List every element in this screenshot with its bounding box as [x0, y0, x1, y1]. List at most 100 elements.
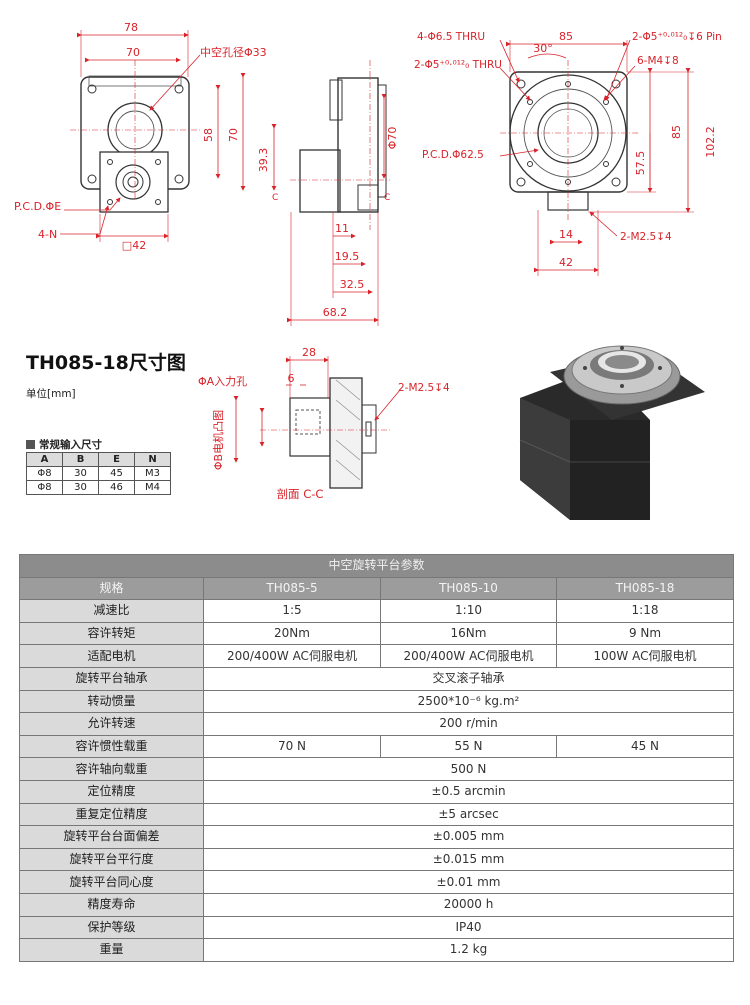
spec-value-cell: 200 r/min: [202, 712, 735, 736]
header-cell: E: [98, 452, 135, 467]
spec-value-cell: ±0.01 mm: [202, 870, 735, 894]
cell: 46: [98, 480, 135, 495]
cell: 45: [98, 466, 135, 481]
cell: Φ8: [26, 466, 63, 481]
front-view: 78 70 58 70 □42 中空孔径Φ33 P.C.D.ΦE 4-N: [14, 21, 267, 252]
spec-value-cell: 100W AC伺服电机: [555, 644, 735, 668]
spec-label-cell: 重量: [19, 938, 204, 962]
side-dim-39-3: 39.3: [257, 148, 270, 173]
table-row: 旋转平台台面偏差±0.005 mm: [19, 825, 735, 849]
top-note-m25: 2-M2.5↧4: [620, 231, 672, 243]
spec-value-cell: ±0.005 mm: [202, 825, 735, 849]
front-dim-height-58: 58: [202, 128, 215, 142]
technical-drawings: 78 70 58 70 □42 中空孔径Φ33 P.C.D.ΦE 4-N 39.…: [14, 21, 722, 520]
spec-header-cell: TH085-18: [555, 576, 735, 601]
spec-header-row: 规格 TH085-5 TH085-10 TH085-18: [19, 576, 735, 601]
spec-label-cell: 转动惯量: [19, 689, 204, 714]
top-dim-102-2: 102.2: [704, 126, 717, 158]
front-dim-square-42: □42: [122, 239, 146, 252]
drawing-title: TH085-18尺寸图: [26, 352, 186, 374]
spec-value-cell: 9 Nm: [555, 621, 735, 646]
spec-value-cell: 500 N: [202, 757, 735, 781]
spec-table-title: 中空旋转平台参数: [18, 554, 735, 578]
top-dim-57-5: 57.5: [634, 151, 647, 176]
spec-header-cell: 规格: [19, 576, 204, 601]
spec-value-cell: ±5 arcsec: [202, 802, 735, 827]
spec-label-cell: 旋转平台台面偏差: [19, 825, 204, 849]
spec-label-cell: 容许转矩: [19, 621, 204, 646]
table-row: 定位精度±0.5 arcmin: [19, 779, 735, 804]
table-row: 旋转平台轴承交叉滚子轴承: [19, 666, 735, 691]
header-cell: A: [26, 452, 63, 467]
spec-table: 中空旋转平台参数 规格 TH085-5 TH085-10 TH085-18 减速…: [18, 554, 735, 962]
top-dim-angle-30: 30°: [533, 42, 553, 55]
product-image: [519, 345, 705, 520]
side-dim-phi70: Φ70: [386, 127, 399, 150]
spec-label-cell: 减速比: [19, 599, 204, 623]
cell: 30: [62, 466, 99, 481]
spec-label-cell: 容许轴向载重: [19, 757, 204, 781]
unit-label: 单位[mm]: [26, 388, 76, 400]
top-note-2-thru: 2-Φ5⁺⁰·⁰¹²₀ THRU: [414, 59, 502, 71]
cell: M3: [134, 466, 171, 481]
section-label-cc: 剖面 C-C: [277, 487, 324, 501]
spec-label-cell: 定位精度: [19, 779, 204, 804]
section-note-motor-boss: ΦB电机凸图: [211, 410, 225, 470]
spec-header-cell: TH085-10: [380, 576, 557, 601]
top-note-4-holes: 4-Φ6.5 THRU: [417, 31, 485, 43]
spec-value-cell: ±0.5 arcmin: [202, 779, 735, 804]
spec-value-cell: 2500*10⁻⁶ kg.m²: [202, 689, 735, 714]
spec-label-cell: 适配电机: [19, 644, 204, 668]
spec-label-cell: 精度寿命: [19, 892, 204, 917]
spec-label-cell: 旋转平台轴承: [19, 666, 204, 691]
section-dim-6: 6: [288, 372, 295, 385]
side-dim-19-5: 19.5: [335, 250, 360, 263]
side-dim-32-5: 32.5: [340, 278, 365, 291]
input-size-title-text: 常规输入尺寸: [39, 439, 102, 451]
front-dim-width-70: 70: [126, 46, 140, 59]
spec-value-cell: IP40: [202, 915, 735, 940]
spec-header-cell: TH085-5: [203, 576, 381, 601]
side-section-mark-c-top: C: [272, 193, 278, 203]
spec-value-cell: 20Nm: [203, 621, 381, 646]
top-note-6m4: 6-M4↧8: [637, 55, 679, 67]
spec-value-cell: 20000 h: [202, 892, 735, 917]
header-cell: B: [62, 452, 99, 467]
top-dim-14: 14: [559, 228, 573, 241]
side-view: 39.3 Φ70 11 19.5 32.5 68.2 C C: [257, 60, 399, 326]
spec-value-cell: 200/400W AC伺服电机: [203, 644, 381, 668]
top-dim-42: 42: [559, 256, 573, 269]
spec-label-cell: 旋转平台平行度: [19, 847, 204, 872]
section-note-input-hole: ΦA入力孔: [198, 375, 247, 388]
side-section-mark-c-bottom: C: [384, 193, 390, 203]
spec-value-cell: 45 N: [555, 734, 735, 759]
spec-value-cell: 16Nm: [380, 621, 557, 646]
table-row: Φ8 30 46 M4: [26, 480, 171, 495]
section-note-m25: 2-M2.5↧4: [398, 382, 450, 394]
front-note-4n: 4-N: [38, 228, 57, 241]
front-dim-height-70: 70: [227, 128, 240, 142]
side-dim-11: 11: [335, 222, 349, 235]
front-note-pcd: P.C.D.ΦE: [14, 200, 61, 213]
square-bullet-icon: [26, 440, 35, 449]
spec-label-cell: 重复定位精度: [19, 802, 204, 827]
spec-value-cell: 55 N: [380, 734, 557, 759]
side-dim-68-2: 68.2: [323, 306, 348, 319]
section-dim-28: 28: [302, 346, 316, 359]
table-row: 旋转平台同心度±0.01 mm: [19, 870, 735, 894]
top-note-pin: 2-Φ5⁺⁰·⁰¹²₀↧6 Pin: [632, 31, 722, 43]
spec-label-cell: 允许转速: [19, 712, 204, 736]
spec-value-cell: 1:5: [203, 599, 381, 623]
input-size-title: 常规输入尺寸: [26, 437, 102, 452]
input-size-header-row: A B E N: [26, 452, 171, 467]
